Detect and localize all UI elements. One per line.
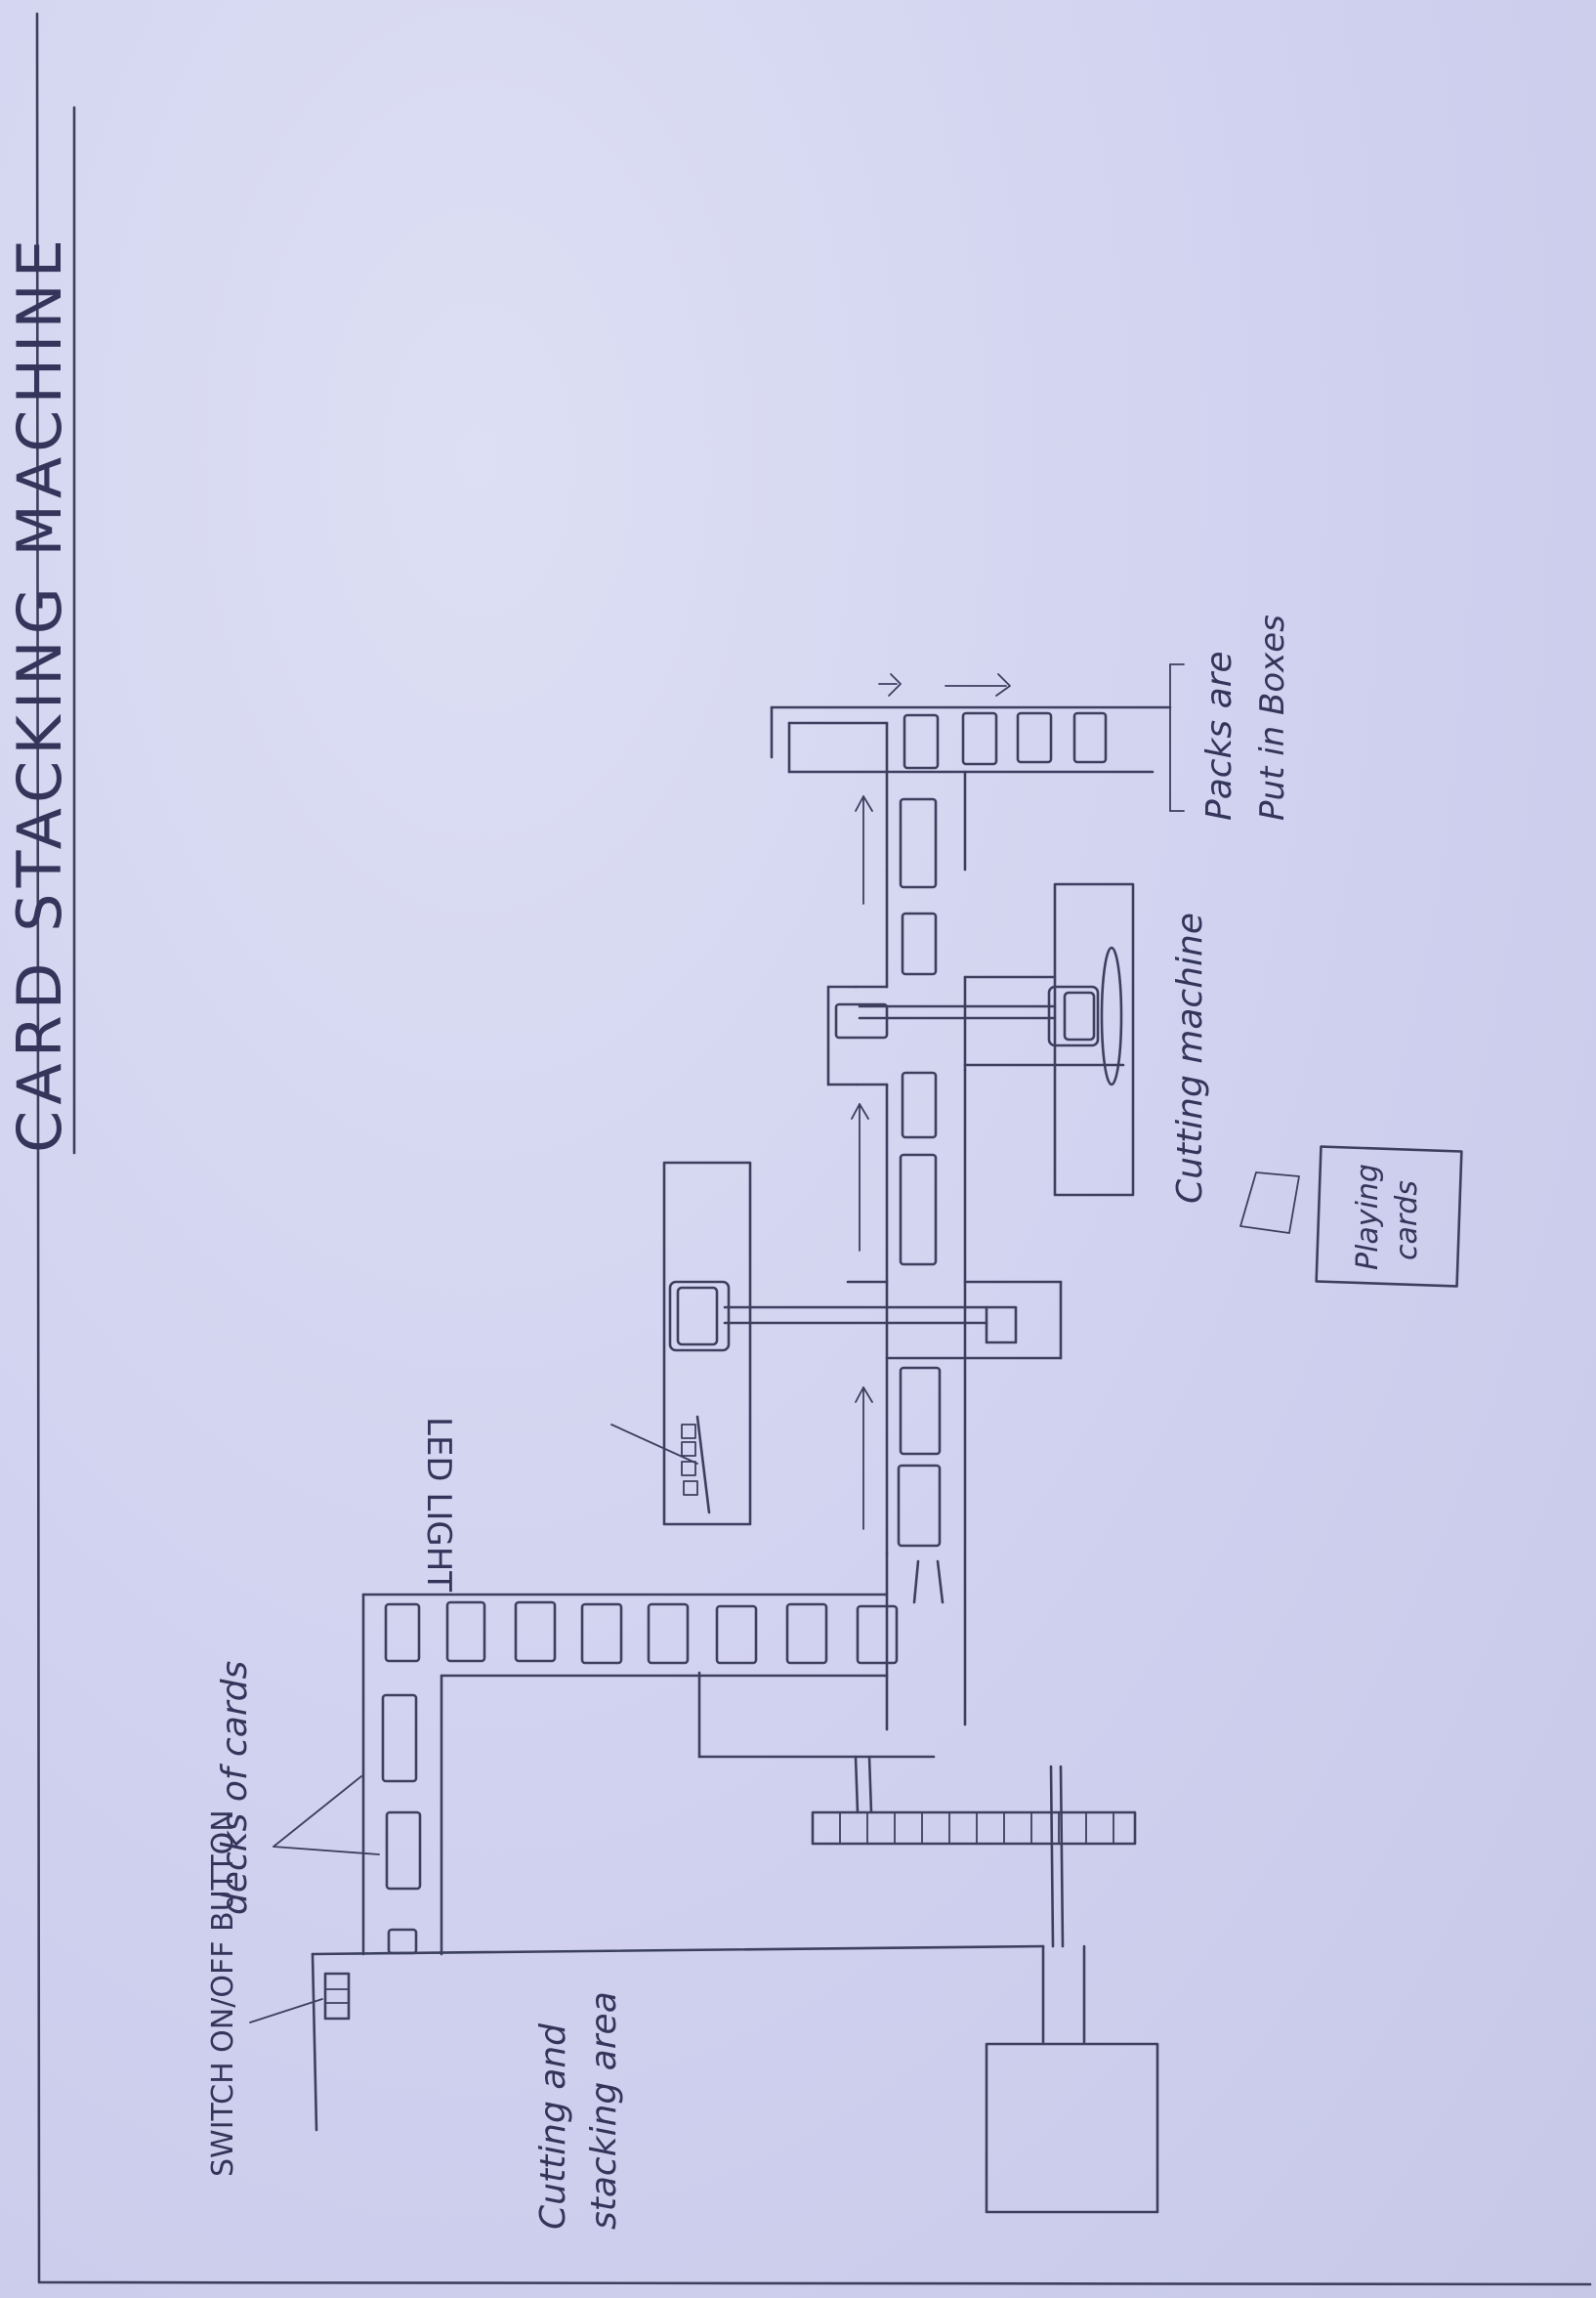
led-station: [664, 1163, 1016, 1524]
deck-card: [383, 1602, 897, 1953]
gear-icon: [813, 1812, 1135, 1844]
cutting-area-label-line1: Cutting and: [533, 2022, 573, 2230]
led-leader: [611, 1425, 697, 1464]
cutting-area-label-line2: stacking area: [584, 1991, 624, 2230]
led-light-icon: [682, 1417, 709, 1512]
packs-label-line1: Packs are: [1199, 651, 1239, 821]
playing-cards-label-line1: Playing: [1351, 1164, 1385, 1270]
playing-cards-label-line2: cards: [1390, 1180, 1424, 1260]
deck-conveyor: [363, 1595, 897, 1954]
machine-base: [313, 1673, 1157, 2212]
decks-label: decks of cards: [215, 1661, 255, 1915]
diagram-title: CARD STACKING MACHINE: [4, 234, 75, 1153]
switch-button: [250, 1974, 349, 2022]
led-label: LED LIGHT: [419, 1417, 458, 1592]
cutting-machine: [860, 884, 1133, 1195]
cutting-machine-label: Cutting machine: [1170, 913, 1210, 1204]
main-belt: [848, 715, 1123, 1729]
packs-label-line2: Put in Boxes: [1253, 615, 1292, 821]
